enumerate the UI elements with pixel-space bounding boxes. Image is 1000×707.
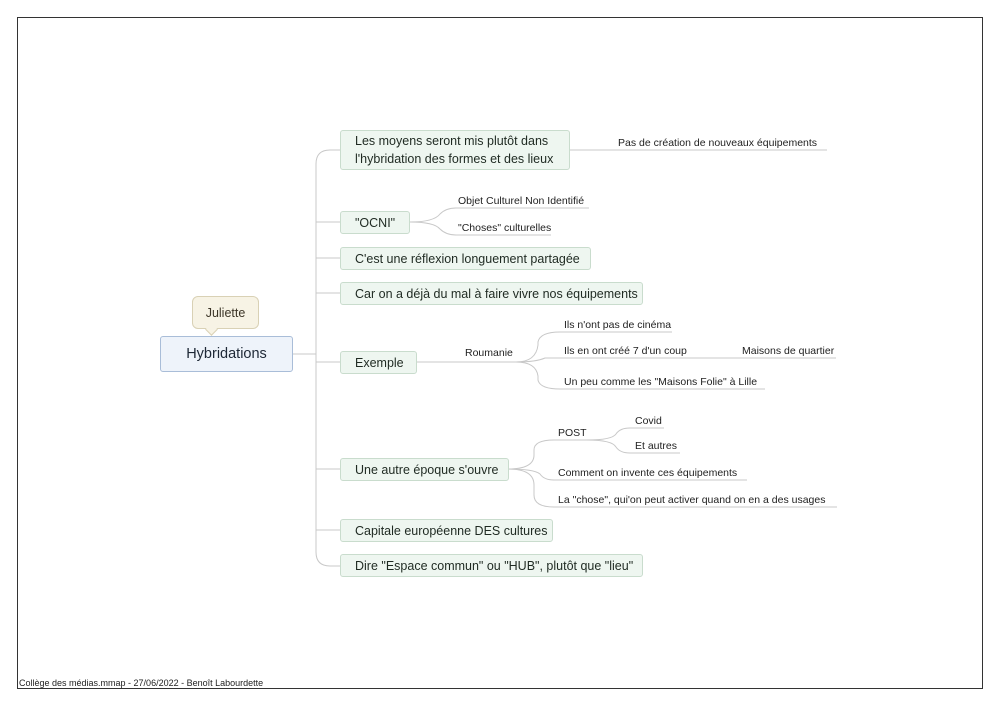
topic-capitale[interactable]: Capitale européenne DES cultures <box>340 519 553 542</box>
leaf-pas-de-creation[interactable]: Pas de création de nouveaux équipements <box>618 137 818 149</box>
connector-roumanie-a3 <box>515 361 765 390</box>
topic-ocni[interactable]: "OCNI" <box>340 211 410 234</box>
leaf-la-chose[interactable]: La "chose", qui'on peut activer quand on… <box>558 494 826 506</box>
leaf-comment-invente[interactable]: Comment on invente ces équipements <box>558 467 738 479</box>
topic-espace-commun-label: Dire "Espace commun" ou "HUB", plutôt qu… <box>355 558 634 573</box>
leaf-crees-7[interactable]: Ils en ont créé 7 d'un coup <box>564 345 687 357</box>
leaf-et-autres[interactable]: Et autres <box>635 440 678 452</box>
topic-moyens[interactable]: Les moyens seront mis plutôt dans l'hybr… <box>340 130 570 170</box>
topic-espace-commun[interactable]: Dire "Espace commun" ou "HUB", plutôt qu… <box>340 554 643 577</box>
callout-label: Juliette <box>205 305 246 320</box>
leaf-roumanie[interactable]: Roumanie <box>465 347 513 359</box>
topic-exemple-label: Exemple <box>355 355 404 370</box>
connector-post-autres <box>586 439 680 454</box>
leaf-post[interactable]: POST <box>558 427 587 439</box>
connector-spine <box>315 149 331 567</box>
topic-equipements[interactable]: Car on a déjà du mal à faire vivre nos é… <box>340 282 643 305</box>
connector-post-covid <box>586 427 664 441</box>
connector-t2-leaf-a <box>409 207 589 223</box>
footer-file-info: Collège des médias.mmap - 27/06/2022 - B… <box>19 678 264 688</box>
connector-t6-c <box>507 468 837 508</box>
page-frame <box>17 17 983 689</box>
topic-ocni-label: "OCNI" <box>355 215 396 230</box>
topic-equipements-label: Car on a déjà du mal à faire vivre nos é… <box>355 286 638 301</box>
topic-reflexion-label: C'est une réflexion longuement partagée <box>355 251 580 266</box>
topic-moyens-line2: l'hybridation des formes et des lieux <box>355 152 554 166</box>
topic-epoque-label: Une autre époque s'ouvre <box>355 462 499 477</box>
leaf-maisons-folie[interactable]: Un peu comme les "Maisons Folie" à Lille <box>564 376 758 388</box>
connector-t2-leaf-b <box>409 221 551 236</box>
callout-juliette[interactable]: Juliette <box>192 296 259 329</box>
topic-epoque[interactable]: Une autre époque s'ouvre <box>340 458 509 481</box>
topic-capitale-label: Capitale européenne DES cultures <box>355 523 548 538</box>
connector-roumanie-a2 <box>515 357 689 363</box>
topic-reflexion[interactable]: C'est une réflexion longuement partagée <box>340 247 591 270</box>
connector-t6-b <box>507 468 747 481</box>
connector-t6-post <box>507 439 587 470</box>
leaf-pas-de-cinema[interactable]: Ils n'ont pas de cinéma <box>564 319 672 331</box>
topic-moyens-line1: Les moyens seront mis plutôt dans <box>355 134 549 148</box>
leaf-maisons-quartier[interactable]: Maisons de quartier <box>742 345 835 357</box>
topic-exemple[interactable]: Exemple <box>340 351 417 374</box>
central-topic[interactable]: Hybridations <box>160 336 293 372</box>
leaf-covid[interactable]: Covid <box>635 415 662 427</box>
connector-roumanie-a1 <box>515 331 672 363</box>
leaf-objet-culturel[interactable]: Objet Culturel Non Identifié <box>458 195 585 207</box>
central-topic-label: Hybridations <box>186 346 267 362</box>
leaf-choses-culturelles[interactable]: "Choses" culturelles <box>458 222 552 234</box>
